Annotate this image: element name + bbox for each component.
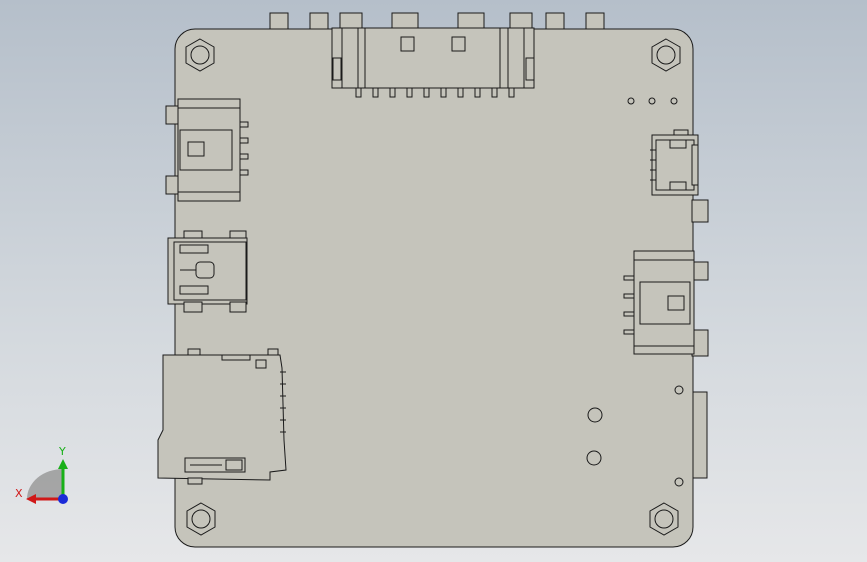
micro-sd-card-slot[interactable] [157, 348, 287, 485]
mounting-hole-bottom-right[interactable] [649, 502, 679, 536]
x-axis-arrowhead [26, 494, 36, 504]
top-pin-header[interactable] [269, 12, 605, 98]
z-axis-dot [58, 494, 68, 504]
status-led-pads [627, 97, 678, 105]
mounting-hole-bottom-left[interactable] [186, 502, 216, 536]
triad-base-quadrant [27, 469, 63, 499]
orientation-triad[interactable]: X Y [15, 445, 68, 504]
left-mini-usb-connector[interactable] [167, 230, 248, 313]
mounting-hole-top-right[interactable] [651, 38, 681, 72]
x-axis-label: X [15, 487, 23, 500]
right-edge-connector[interactable] [674, 385, 708, 487]
mounting-hole-top-left[interactable] [185, 38, 215, 72]
y-axis-arrowhead [58, 459, 68, 469]
test-point-upper [587, 407, 603, 423]
y-axis-label: Y [58, 445, 66, 458]
right-jst-connector[interactable] [623, 199, 709, 357]
right-micro-usb-connector[interactable] [650, 129, 699, 196]
left-jst-connector[interactable] [165, 98, 249, 202]
test-point-lower [586, 450, 602, 466]
pcb-model[interactable] [157, 12, 709, 548]
